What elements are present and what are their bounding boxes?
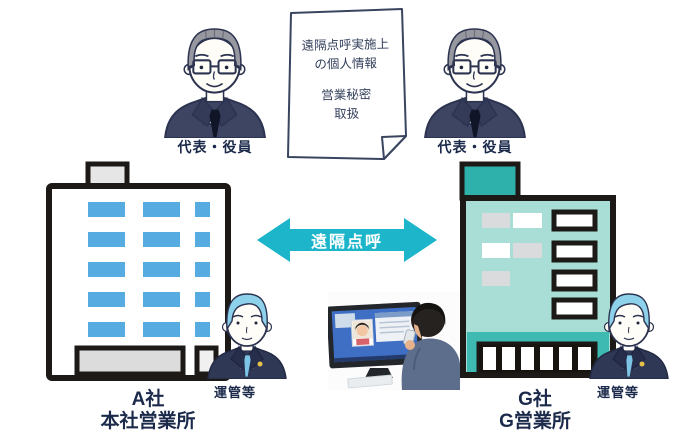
staff-right-figure: [585, 291, 673, 379]
building-right: [455, 160, 630, 380]
building-left: [45, 160, 237, 382]
site-company-right: G社: [518, 389, 552, 410]
operator-monitor-photo-icon: [328, 292, 460, 390]
office-building-icon: [46, 161, 231, 381]
office-building-icon: [459, 161, 616, 378]
remote-rollcall-arrow: 遠隔点呼: [256, 216, 438, 264]
executive-person-icon: [164, 28, 266, 138]
staff-left-label: 運管等: [213, 385, 256, 400]
executive-person-icon: [424, 28, 526, 138]
site-office-left: 本社営業所: [100, 411, 196, 432]
staff-person-icon: [589, 293, 669, 379]
staff-right-label: 運管等: [596, 385, 639, 400]
note-line: 取扱: [334, 106, 360, 122]
site-company-left: A社: [131, 389, 165, 410]
executive-left-label: 代表・役員: [177, 139, 253, 155]
executive-right-label: 代表・役員: [437, 139, 513, 155]
site-label-left: A社 本社営業所: [58, 389, 238, 433]
note-paper-icon: [287, 8, 407, 160]
executive-right-figure: [417, 25, 533, 138]
staff-left-figure: [203, 291, 291, 379]
staff-person-icon: [207, 293, 287, 379]
note-text: 遠隔点呼実施上 の個人情報 営業秘密 取扱: [280, 35, 412, 126]
arrow-label: 遠隔点呼: [310, 233, 383, 251]
site-label-right: G社 G営業所: [445, 389, 625, 433]
executive-left-figure: [157, 25, 273, 138]
site-office-right: G営業所: [499, 411, 571, 432]
double-arrow-icon: [257, 218, 437, 262]
remote-call-operator-photo: [328, 292, 460, 390]
confidentiality-note: 遠隔点呼実施上 の個人情報 営業秘密 取扱: [281, 5, 411, 165]
